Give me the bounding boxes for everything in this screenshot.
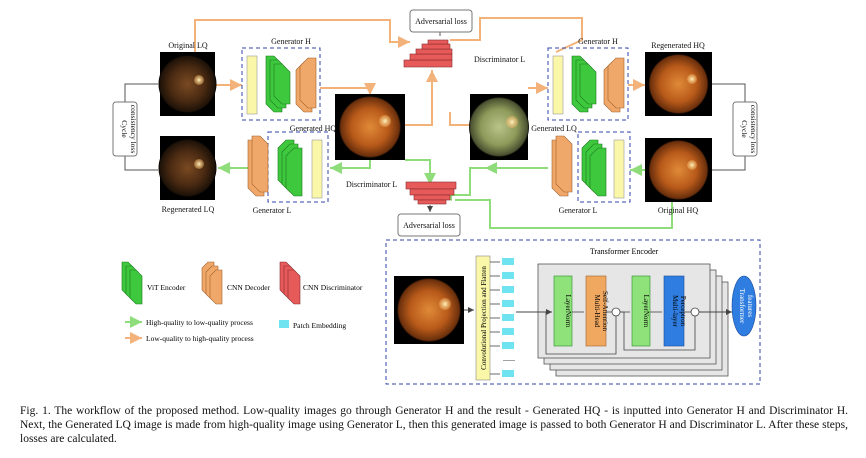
output-line2: features (746, 295, 754, 317)
mlp-box (663, 275, 685, 347)
legend-vit-encoder-label: ViT Encoder (147, 283, 186, 292)
generator-h-left-label: Generator H (271, 37, 311, 46)
discriminator-bottom (405, 181, 457, 205)
conv-projection-label: Convolutional Projection and Flatten (480, 266, 488, 370)
legend-high-to-low-label: High-quality to low-quality process (146, 318, 253, 327)
multihead-line2: Self-Attention (601, 291, 609, 332)
generated-hq-image (335, 94, 405, 160)
legend-cnn-decoder-label: CNN Decoder (227, 283, 271, 292)
mlp-line2: Perceptron (679, 296, 687, 327)
cycle-loss-left-line1: Cycle (120, 120, 129, 138)
generated-lq-image (469, 94, 529, 160)
regenerated-hq-label: Regenerated HQ (651, 41, 705, 50)
cycle-loss-left-box (112, 101, 138, 157)
high-to-low-flow-arrows (218, 159, 673, 229)
adversarial-loss-bottom-box (397, 213, 461, 237)
transformer-features-node (731, 275, 757, 337)
discriminator-top-label: Discriminator L (474, 55, 525, 64)
transformer-encoder-title: Transformer Encoder (590, 247, 659, 256)
generator-h-right-label: Generator H (578, 37, 618, 46)
generated-hq-label: Generated HQ (290, 124, 337, 133)
legend-cnn-discriminator-label: CNN Discriminator (303, 283, 363, 292)
adversarial-loss-bottom-label: Adversarial loss (403, 221, 455, 230)
patch-embeddings (490, 258, 514, 377)
generator-l-left-label: Generator L (253, 206, 292, 215)
workflow-diagram: Original LQ Regenerated LQ Regenerated H… (112, 9, 761, 385)
mlp-line1: Multi-layer (671, 295, 679, 328)
cycle-loss-connectors (124, 32, 746, 212)
generator-h-left (241, 47, 321, 121)
regenerated-lq-label: Regenerated LQ (162, 205, 215, 214)
adversarial-loss-top-label: Adversarial loss (415, 17, 467, 26)
original-lq-label: Original LQ (168, 41, 208, 50)
original-lq-image (158, 52, 217, 116)
multihead-line1: Multi-Head (593, 295, 601, 328)
transformer-input-image (394, 276, 464, 344)
cycle-loss-left-line2: consistency loss (129, 105, 138, 154)
legend-vit-encoder-icon (121, 261, 143, 305)
multihead-attention-box (585, 275, 607, 347)
legend-low-to-high-label: Low-quality to high-quality process (146, 334, 254, 343)
residual-add-2 (690, 307, 700, 317)
figure-caption: Fig. 1. The workflow of the proposed met… (20, 405, 848, 445)
legend-patch-embedding-icon (279, 320, 289, 328)
legend-cnn-discriminator-icon (279, 261, 301, 305)
regenerated-hq-image (645, 52, 712, 116)
layernorm-1-label: LayerNorm (564, 295, 572, 328)
discriminator-bottom-label: Discriminator L (346, 180, 397, 189)
layernorm-2-box (631, 275, 651, 347)
legend: ViT Encoder CNN Decoder CNN Discriminato… (121, 261, 363, 344)
cycle-loss-right-line1: Cycle (740, 120, 749, 138)
patch-ellipsis: ...... (503, 354, 515, 363)
generator-l-left (247, 131, 329, 203)
original-hq-label: Original HQ (658, 206, 698, 215)
generator-l-right-label: Generator L (559, 206, 598, 215)
legend-cnn-decoder-icon (201, 261, 223, 305)
original-hq-image (645, 138, 712, 202)
generator-h-right (547, 47, 629, 121)
residual-add-1 (611, 307, 621, 317)
output-line1: Transformer (738, 289, 746, 324)
generator-l-right (551, 131, 631, 203)
legend-patch-embedding-label: Patch Embedding (293, 321, 346, 330)
layernorm-2-label: LayerNorm (642, 295, 650, 328)
adversarial-loss-top-box (409, 9, 473, 33)
cycle-loss-right-line2: consistency loss (749, 105, 758, 154)
layernorm-1-box (553, 275, 573, 347)
discriminator-top (403, 39, 453, 68)
cycle-loss-right-box (732, 101, 758, 157)
transformer-encoder-panel: Transformer Encoder Convolutional Projec… (385, 239, 761, 385)
regenerated-lq-image (158, 136, 217, 200)
generated-lq-label: Generated LQ (531, 124, 577, 133)
